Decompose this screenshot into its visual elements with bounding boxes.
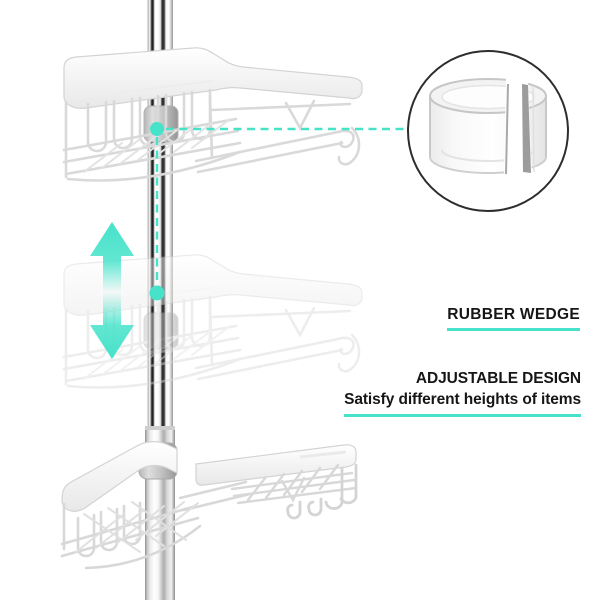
tray-hooks (286, 463, 358, 520)
top-shelf (62, 46, 364, 182)
up-down-arrows-icon (90, 222, 134, 359)
up-arrow-icon (90, 222, 134, 291)
rubber-wedge-label-text: RUBBER WEDGE (447, 306, 580, 331)
down-arrow-icon (90, 292, 134, 359)
adjustable-design-subtitle: Satisfy different heights of items (344, 390, 581, 417)
soap-tray-rim (195, 444, 357, 486)
pole-joint (145, 426, 175, 431)
callout-dot-top (150, 122, 164, 136)
rubber-wedge-label: RUBBER WEDGE (447, 306, 580, 331)
rubber-wedge-illustration (429, 77, 547, 178)
adjustable-design-title: ADJUSTABLE DESIGN (415, 370, 581, 387)
callout-connectors (149, 122, 406, 301)
soap-tray-wires (230, 463, 358, 505)
adjustable-design-label: ADJUSTABLE DESIGN Satisfy different heig… (344, 369, 581, 417)
corner-basket-grid (75, 501, 199, 553)
callout-dot-middle (149, 285, 165, 301)
corner-basket-rim (61, 441, 178, 512)
rubber-wedge-detail-circle (407, 50, 569, 212)
bottom-assembly (60, 441, 358, 570)
